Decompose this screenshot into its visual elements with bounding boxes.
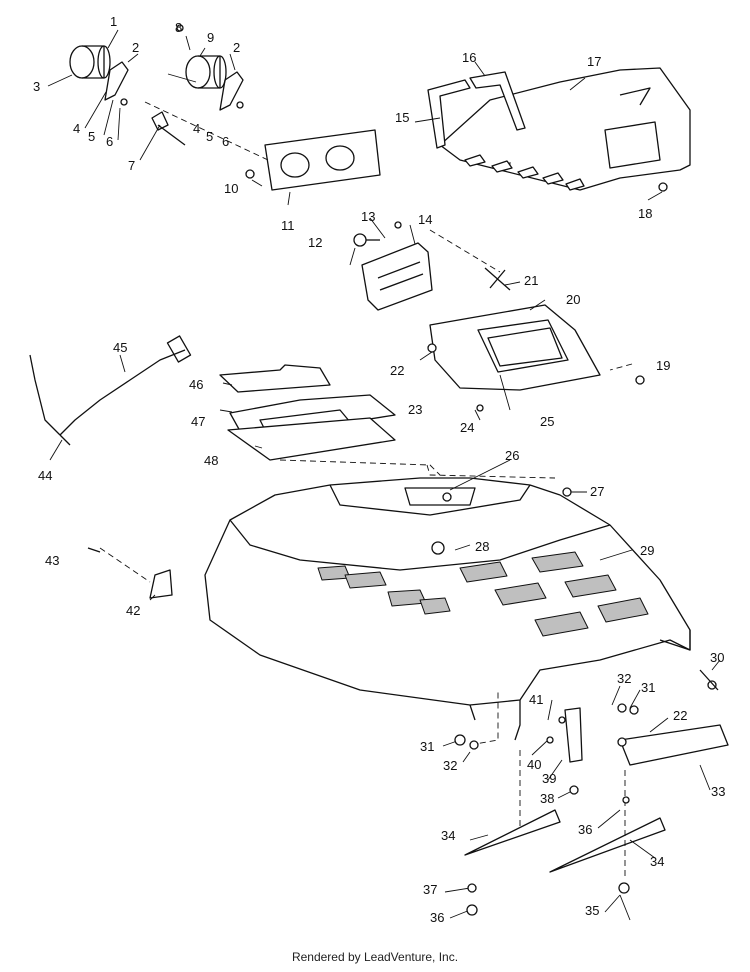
callout-43: 43 bbox=[45, 553, 59, 568]
callout-40: 40 bbox=[527, 757, 541, 772]
callout-28: 28 bbox=[475, 539, 489, 554]
callout-27: 27 bbox=[590, 484, 604, 499]
gauge-plate-part bbox=[264, 129, 381, 191]
callout-23: 23 bbox=[408, 402, 422, 417]
callout-21: 21 bbox=[524, 273, 538, 288]
callout-14: 14 bbox=[418, 212, 432, 227]
callout-20: 20 bbox=[566, 292, 580, 307]
callout-34b: 34 bbox=[650, 854, 664, 869]
callout-4b: 4 bbox=[193, 121, 200, 136]
callout-32: 32 bbox=[617, 671, 631, 686]
callout-22: 22 bbox=[390, 363, 404, 378]
callout-42: 42 bbox=[126, 603, 140, 618]
callout-19: 19 bbox=[656, 358, 670, 373]
callout-12: 12 bbox=[308, 235, 322, 250]
housing-part bbox=[429, 304, 601, 391]
callout-41: 41 bbox=[529, 692, 543, 707]
leader-lines bbox=[47, 29, 721, 921]
seal-part bbox=[219, 364, 396, 461]
callout-8: 8 bbox=[175, 20, 182, 35]
callout-1: 1 bbox=[110, 14, 117, 29]
hinge-part bbox=[564, 707, 583, 763]
bracket-part bbox=[104, 61, 244, 111]
callout-18: 18 bbox=[638, 206, 652, 221]
callout-2b: 2 bbox=[233, 40, 240, 55]
callout-34: 34 bbox=[441, 828, 455, 843]
callout-33: 33 bbox=[711, 784, 725, 799]
callout-37: 37 bbox=[423, 882, 437, 897]
mount-bracket-part bbox=[619, 724, 729, 766]
callout-17: 17 bbox=[587, 54, 601, 69]
callout-7: 7 bbox=[128, 158, 135, 173]
callout-11: 11 bbox=[281, 218, 295, 233]
callout-44: 44 bbox=[38, 468, 52, 483]
callout-46: 46 bbox=[189, 377, 203, 392]
callout-22b: 22 bbox=[673, 708, 687, 723]
callout-15: 15 bbox=[395, 110, 409, 125]
callout-36: 36 bbox=[578, 822, 592, 837]
harness-part bbox=[29, 335, 192, 446]
gauge-part bbox=[69, 45, 227, 89]
callout-13: 13 bbox=[361, 209, 375, 224]
hood-part bbox=[204, 477, 691, 741]
runner-part bbox=[549, 817, 666, 873]
callout-4: 4 bbox=[73, 121, 80, 136]
callout-32b: 32 bbox=[443, 758, 457, 773]
callout-35: 35 bbox=[585, 903, 599, 918]
callout-29: 29 bbox=[640, 543, 654, 558]
callout-36b: 36 bbox=[430, 910, 444, 925]
callout-48: 48 bbox=[204, 453, 218, 468]
callout-47: 47 bbox=[191, 414, 205, 429]
callout-6: 6 bbox=[106, 134, 113, 149]
callout-30: 30 bbox=[710, 650, 724, 665]
callout-2: 2 bbox=[132, 40, 139, 55]
callout-39: 39 bbox=[542, 771, 556, 786]
fasteners bbox=[120, 24, 645, 916]
callout-10: 10 bbox=[224, 181, 238, 196]
callout-16: 16 bbox=[462, 50, 476, 65]
callout-45: 45 bbox=[113, 340, 127, 355]
callout-9: 9 bbox=[207, 30, 214, 45]
callout-5b: 5 bbox=[206, 129, 213, 144]
callout-38: 38 bbox=[540, 791, 554, 806]
callout-31: 31 bbox=[641, 680, 655, 695]
callout-6b: 6 bbox=[222, 134, 229, 149]
callout-25: 25 bbox=[540, 414, 554, 429]
callout-26: 26 bbox=[505, 448, 519, 463]
callout-3: 3 bbox=[33, 79, 40, 94]
callout-5: 5 bbox=[88, 129, 95, 144]
headlight-part bbox=[353, 233, 433, 311]
hood-bracket-part bbox=[149, 569, 173, 599]
callout-31b: 31 bbox=[420, 739, 434, 754]
windshield-part bbox=[427, 67, 691, 192]
callout-24: 24 bbox=[460, 420, 474, 435]
footer-credit: Rendered by LeadVenture, Inc. bbox=[291, 950, 459, 964]
runner-part bbox=[464, 809, 561, 856]
